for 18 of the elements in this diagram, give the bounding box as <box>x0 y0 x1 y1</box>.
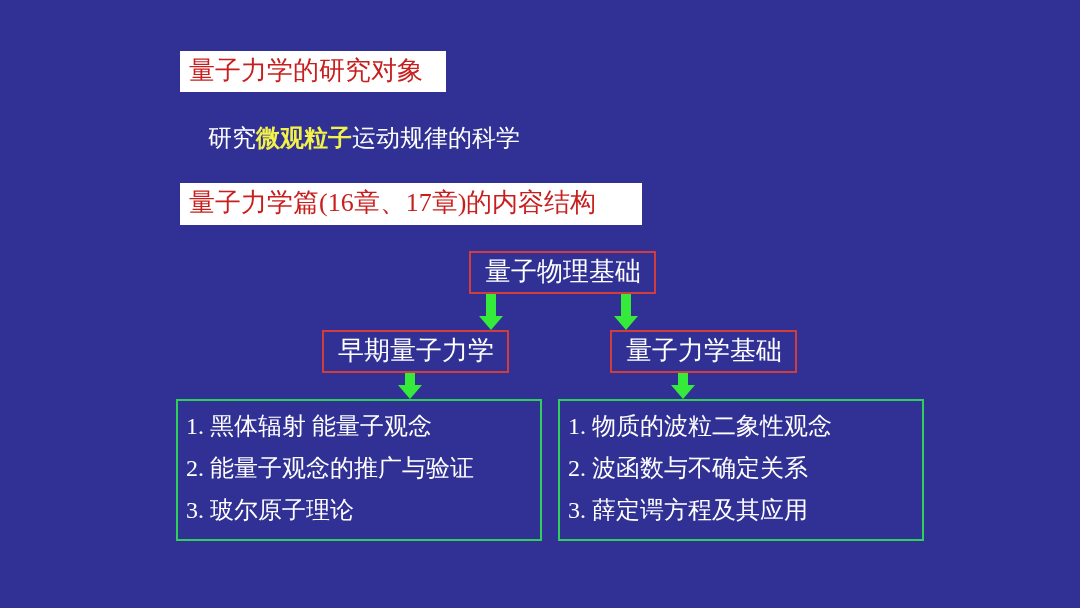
list-item: 1. 黑体辐射 能量子观念 <box>186 412 432 441</box>
arrow <box>479 294 503 330</box>
list-item: 3. 薛定谔方程及其应用 <box>568 496 808 525</box>
list-item: 1. 物质的波粒二象性观念 <box>568 412 832 441</box>
topic-box: 早期量子力学 <box>322 330 509 373</box>
content-box <box>558 399 924 541</box>
heading-box: 量子力学的研究对象 <box>180 51 446 92</box>
subtitle-text: 研究微观粒子运动规律的科学 <box>208 124 520 153</box>
arrow <box>398 373 422 399</box>
heading-box: 量子力学篇(16章、17章)的内容结构 <box>180 183 642 225</box>
list-item: 2. 能量子观念的推广与验证 <box>186 454 474 483</box>
arrow <box>671 373 695 399</box>
list-item: 3. 玻尔原子理论 <box>186 496 354 525</box>
list-item: 2. 波函数与不确定关系 <box>568 454 808 483</box>
content-box <box>176 399 542 541</box>
arrow <box>614 294 638 330</box>
topic-box: 量子物理基础 <box>469 251 656 294</box>
topic-box: 量子力学基础 <box>610 330 797 373</box>
